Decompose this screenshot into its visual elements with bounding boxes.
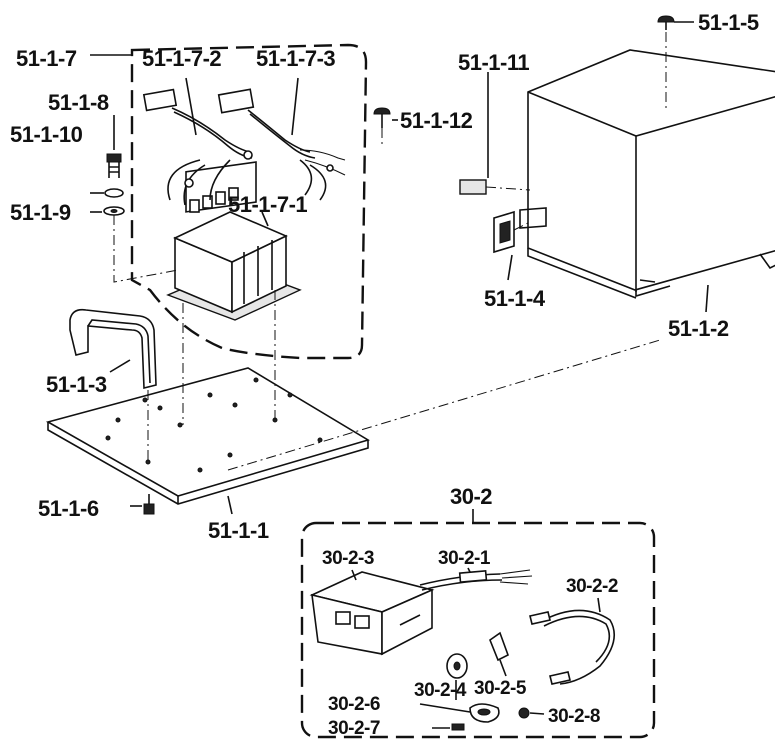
label-51-1-12: 51-1-12 (400, 108, 473, 133)
label-51-1-5: 51-1-5 (698, 10, 759, 35)
bolt-51-1-8 (106, 153, 122, 178)
label-30-2-8: 30-2-8 (548, 706, 600, 727)
label-51-1-10: 51-1-10 (10, 122, 83, 147)
base-plate (45, 367, 370, 505)
label-51-1-7: 51-1-7 (16, 46, 77, 71)
group-51-1-7-outline (130, 43, 368, 360)
label-51-1-9: 51-1-9 (10, 200, 71, 225)
group-30-2-outline (300, 521, 656, 739)
label-30-2-2: 30-2-2 (566, 576, 618, 597)
label-51-1-4: 51-1-4 (484, 286, 546, 311)
label-30-2: 30-2 (450, 484, 492, 509)
label-30-2-5: 30-2-5 (474, 678, 527, 699)
label-51-1-2: 51-1-2 (668, 316, 729, 341)
leader-lines (90, 21, 709, 729)
screw-51-1-6 (143, 494, 155, 515)
screw-51-1-5 (657, 15, 675, 30)
nut-30-2-8 (518, 707, 530, 719)
label-plate-51-1-11 (459, 179, 487, 195)
cable-30-2-2 (529, 609, 616, 685)
label-51-1-7-2: 51-1-7-2 (142, 46, 221, 71)
washer-51-1-10 (104, 188, 124, 198)
cable-30-2-1 (419, 569, 533, 591)
clamp-30-2-6 (469, 703, 500, 723)
harness-wires (142, 88, 346, 206)
carry-handle (69, 308, 157, 390)
clip-51-1-4 (493, 207, 547, 254)
switch-box (309, 571, 435, 656)
label-30-2-7: 30-2-7 (328, 718, 380, 739)
label-51-1-8: 51-1-8 (48, 90, 109, 115)
label-30-2-1: 30-2-1 (438, 548, 491, 569)
label-51-1-7-3: 51-1-7-3 (256, 46, 335, 71)
label-30-2-6: 30-2-6 (328, 694, 380, 715)
grommet-30-2-4 (446, 653, 468, 679)
screw-30-2-7 (451, 723, 465, 731)
cover-box (527, 49, 775, 299)
clip-30-2-5 (489, 631, 509, 662)
transformer (166, 161, 302, 321)
screw-51-1-12 (373, 107, 391, 128)
label-51-1-6: 51-1-6 (38, 496, 99, 521)
label-51-1-3: 51-1-3 (46, 372, 107, 397)
label-51-1-11: 51-1-11 (458, 50, 529, 75)
callout-labels: 51-1-7 51-1-7-2 51-1-7-3 51-1-8 51-1-10 … (10, 10, 759, 739)
label-30-2-3: 30-2-3 (322, 548, 374, 569)
label-30-2-4: 30-2-4 (414, 680, 467, 701)
assembly-lines (113, 128, 661, 471)
label-51-1-1: 51-1-1 (208, 518, 269, 543)
label-51-1-7-1: 51-1-7-1 (228, 192, 307, 217)
